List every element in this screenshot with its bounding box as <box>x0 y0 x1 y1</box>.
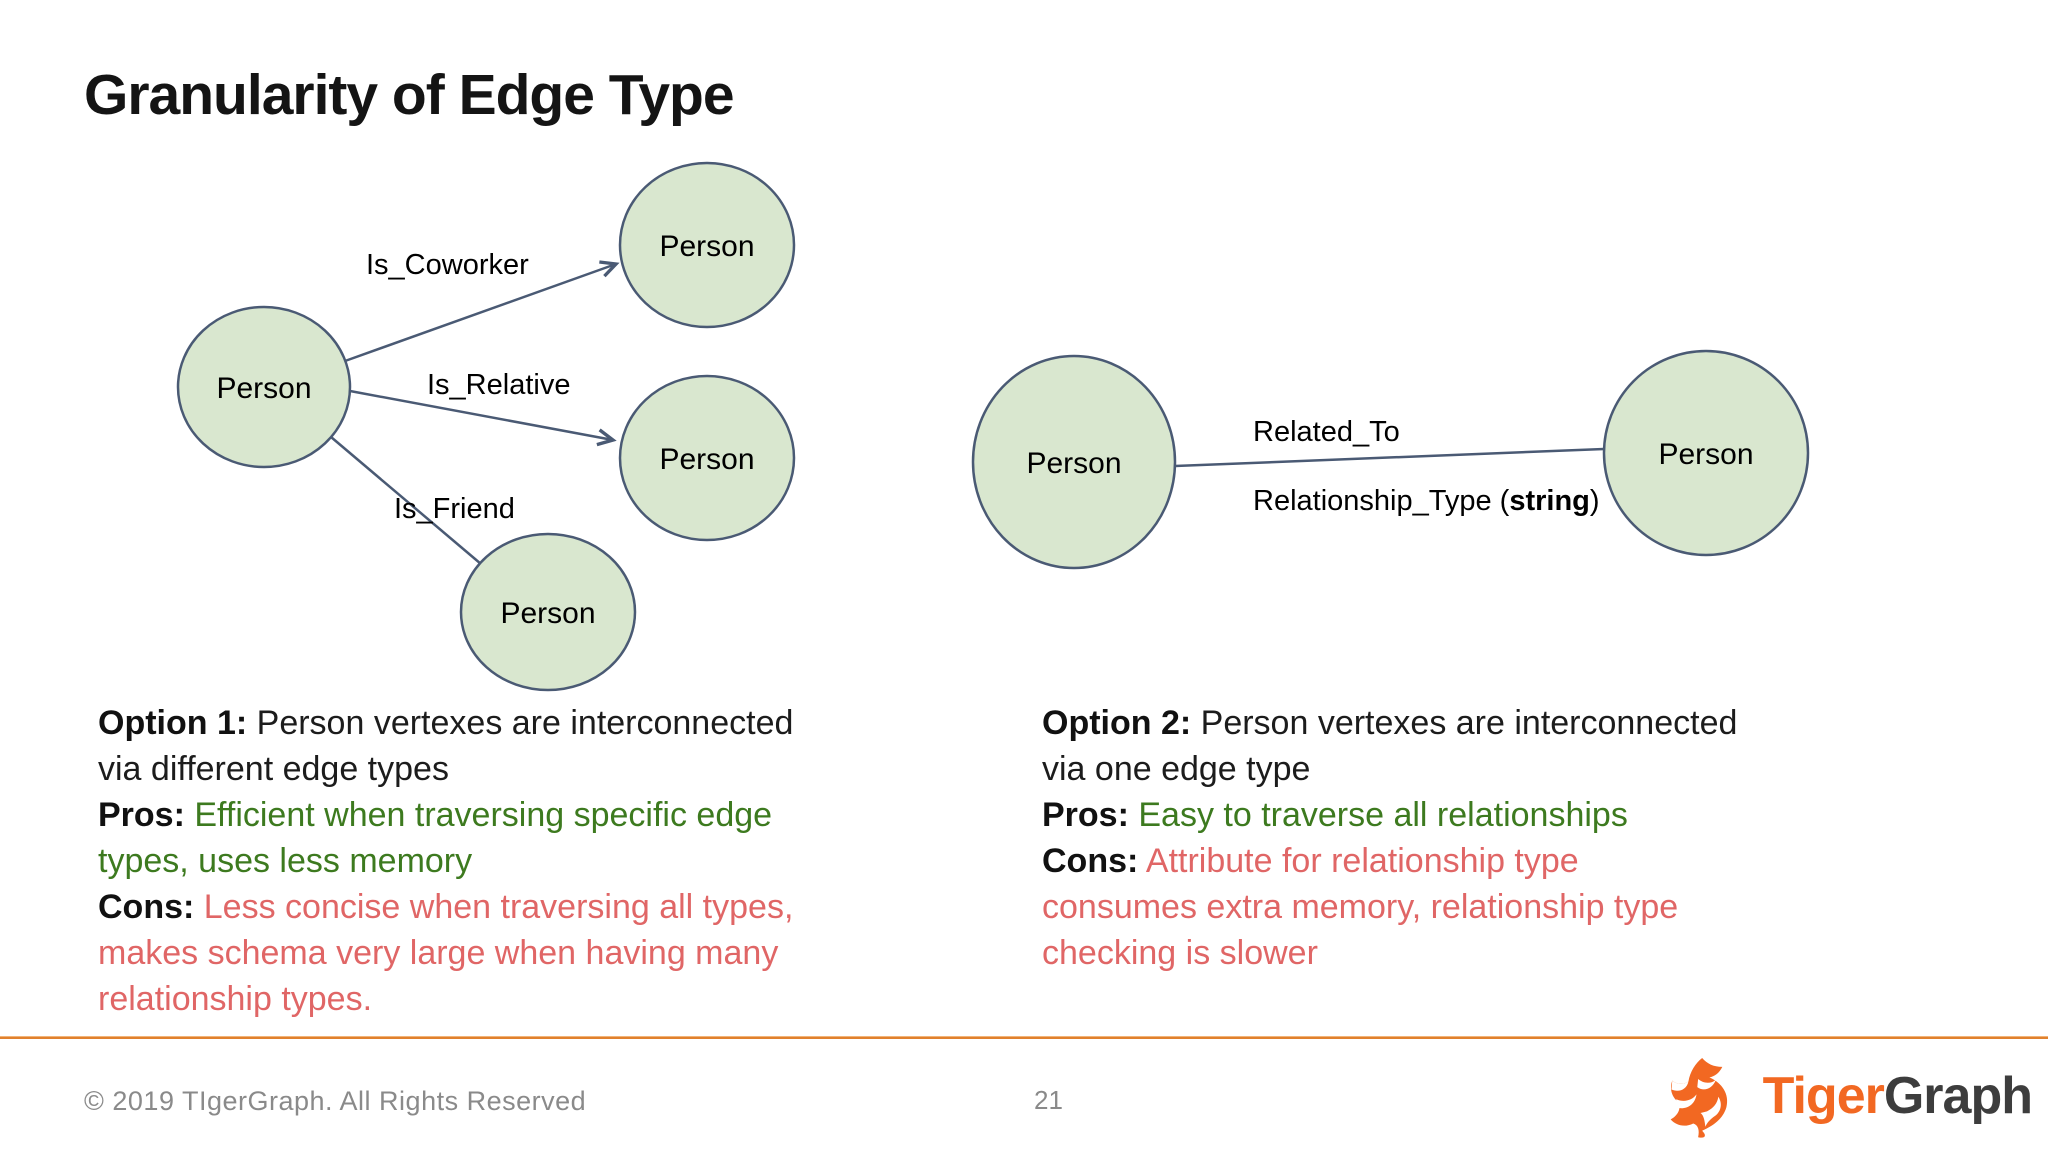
edge-is-relative <box>349 389 617 447</box>
edge-is-coworker <box>344 260 620 363</box>
person-node-right-label: Person <box>1658 438 1753 471</box>
person-node-center <box>176 305 352 469</box>
person-node-top <box>618 161 796 329</box>
option1-description: Option 1: Person vertexes are interconne… <box>98 700 958 1022</box>
person-node-left <box>971 354 1177 570</box>
person-node-middle-label: Person <box>659 443 754 476</box>
edge-label-is-coworker: Is_Coworker <box>366 249 529 281</box>
option2-label: Option 2: <box>1042 704 1192 742</box>
copyright-text: © 2019 TIgerGraph. All Rights Reserved <box>84 1086 587 1116</box>
option1-line: via different edge types <box>98 750 449 788</box>
option1-line: relationship types. <box>98 980 373 1018</box>
option1-cons-label: Cons: <box>98 888 195 926</box>
person-node-top-label: Person <box>659 230 754 263</box>
option2-description: Option 2: Person vertexes are interconne… <box>1042 700 1902 976</box>
option1-line: Option 1: Person vertexes are interconne… <box>98 704 794 742</box>
option2-cons-label: Cons: <box>1042 842 1139 880</box>
option2-line: checking is slower <box>1042 934 1318 972</box>
option2-pros-label: Pros: <box>1042 796 1129 834</box>
tiger-icon <box>1670 1058 1727 1138</box>
option1-line: types, uses less memory <box>98 842 473 880</box>
right-diagram: Person Person Related_To Relationship_Ty… <box>971 349 1810 570</box>
option2-line: Pros: Easy to traverse all relationships <box>1042 796 1628 834</box>
person-node-left-label: Person <box>1026 447 1121 480</box>
logo-tiger-text: Tiger <box>1762 1067 1885 1125</box>
tigergraph-logo: TigerGraph <box>1665 1046 2033 1146</box>
option2-line: via one edge type <box>1042 750 1311 788</box>
option2-line: consumes extra memory, relationship type <box>1042 888 1679 926</box>
left-diagram: Person Person Person Person Is_Coworker … <box>176 161 796 692</box>
page-number: 21 <box>1034 1085 1063 1115</box>
edge-label-related-to: Related_To <box>1253 416 1400 448</box>
person-node-bottom <box>459 532 637 692</box>
edge-label-is-relative: Is_Relative <box>427 369 570 401</box>
option2-line: Cons: Attribute for relationship type <box>1042 842 1579 880</box>
page-title: Granularity of Edge Type <box>84 63 735 127</box>
person-node-middle <box>618 374 796 542</box>
edge-label-is-friend: Is_Friend <box>394 493 515 525</box>
edge-is-friend <box>330 436 482 565</box>
option2-line: Option 2: Person vertexes are interconne… <box>1042 704 1738 742</box>
option1-label: Option 1: <box>98 704 248 742</box>
option1-line: makes schema very large when having many <box>98 934 779 972</box>
edge-label-relationship-type: Relationship_Type (string) <box>1253 485 1600 517</box>
option1-line: Cons: Less concise when traversing all t… <box>98 888 794 926</box>
option1-line: Pros: Efficient when traversing specific… <box>98 796 773 834</box>
option1-pros-label: Pros: <box>98 796 185 834</box>
footer-divider <box>0 1036 2048 1039</box>
edge-related-to <box>1174 447 1605 468</box>
logo-wordmark: TigerGraph <box>1762 1066 2033 1126</box>
person-node-bottom-label: Person <box>500 597 595 630</box>
logo-graph-text: Graph <box>1883 1067 2033 1125</box>
person-node-right <box>1602 349 1810 557</box>
person-node-center-label: Person <box>216 372 311 405</box>
